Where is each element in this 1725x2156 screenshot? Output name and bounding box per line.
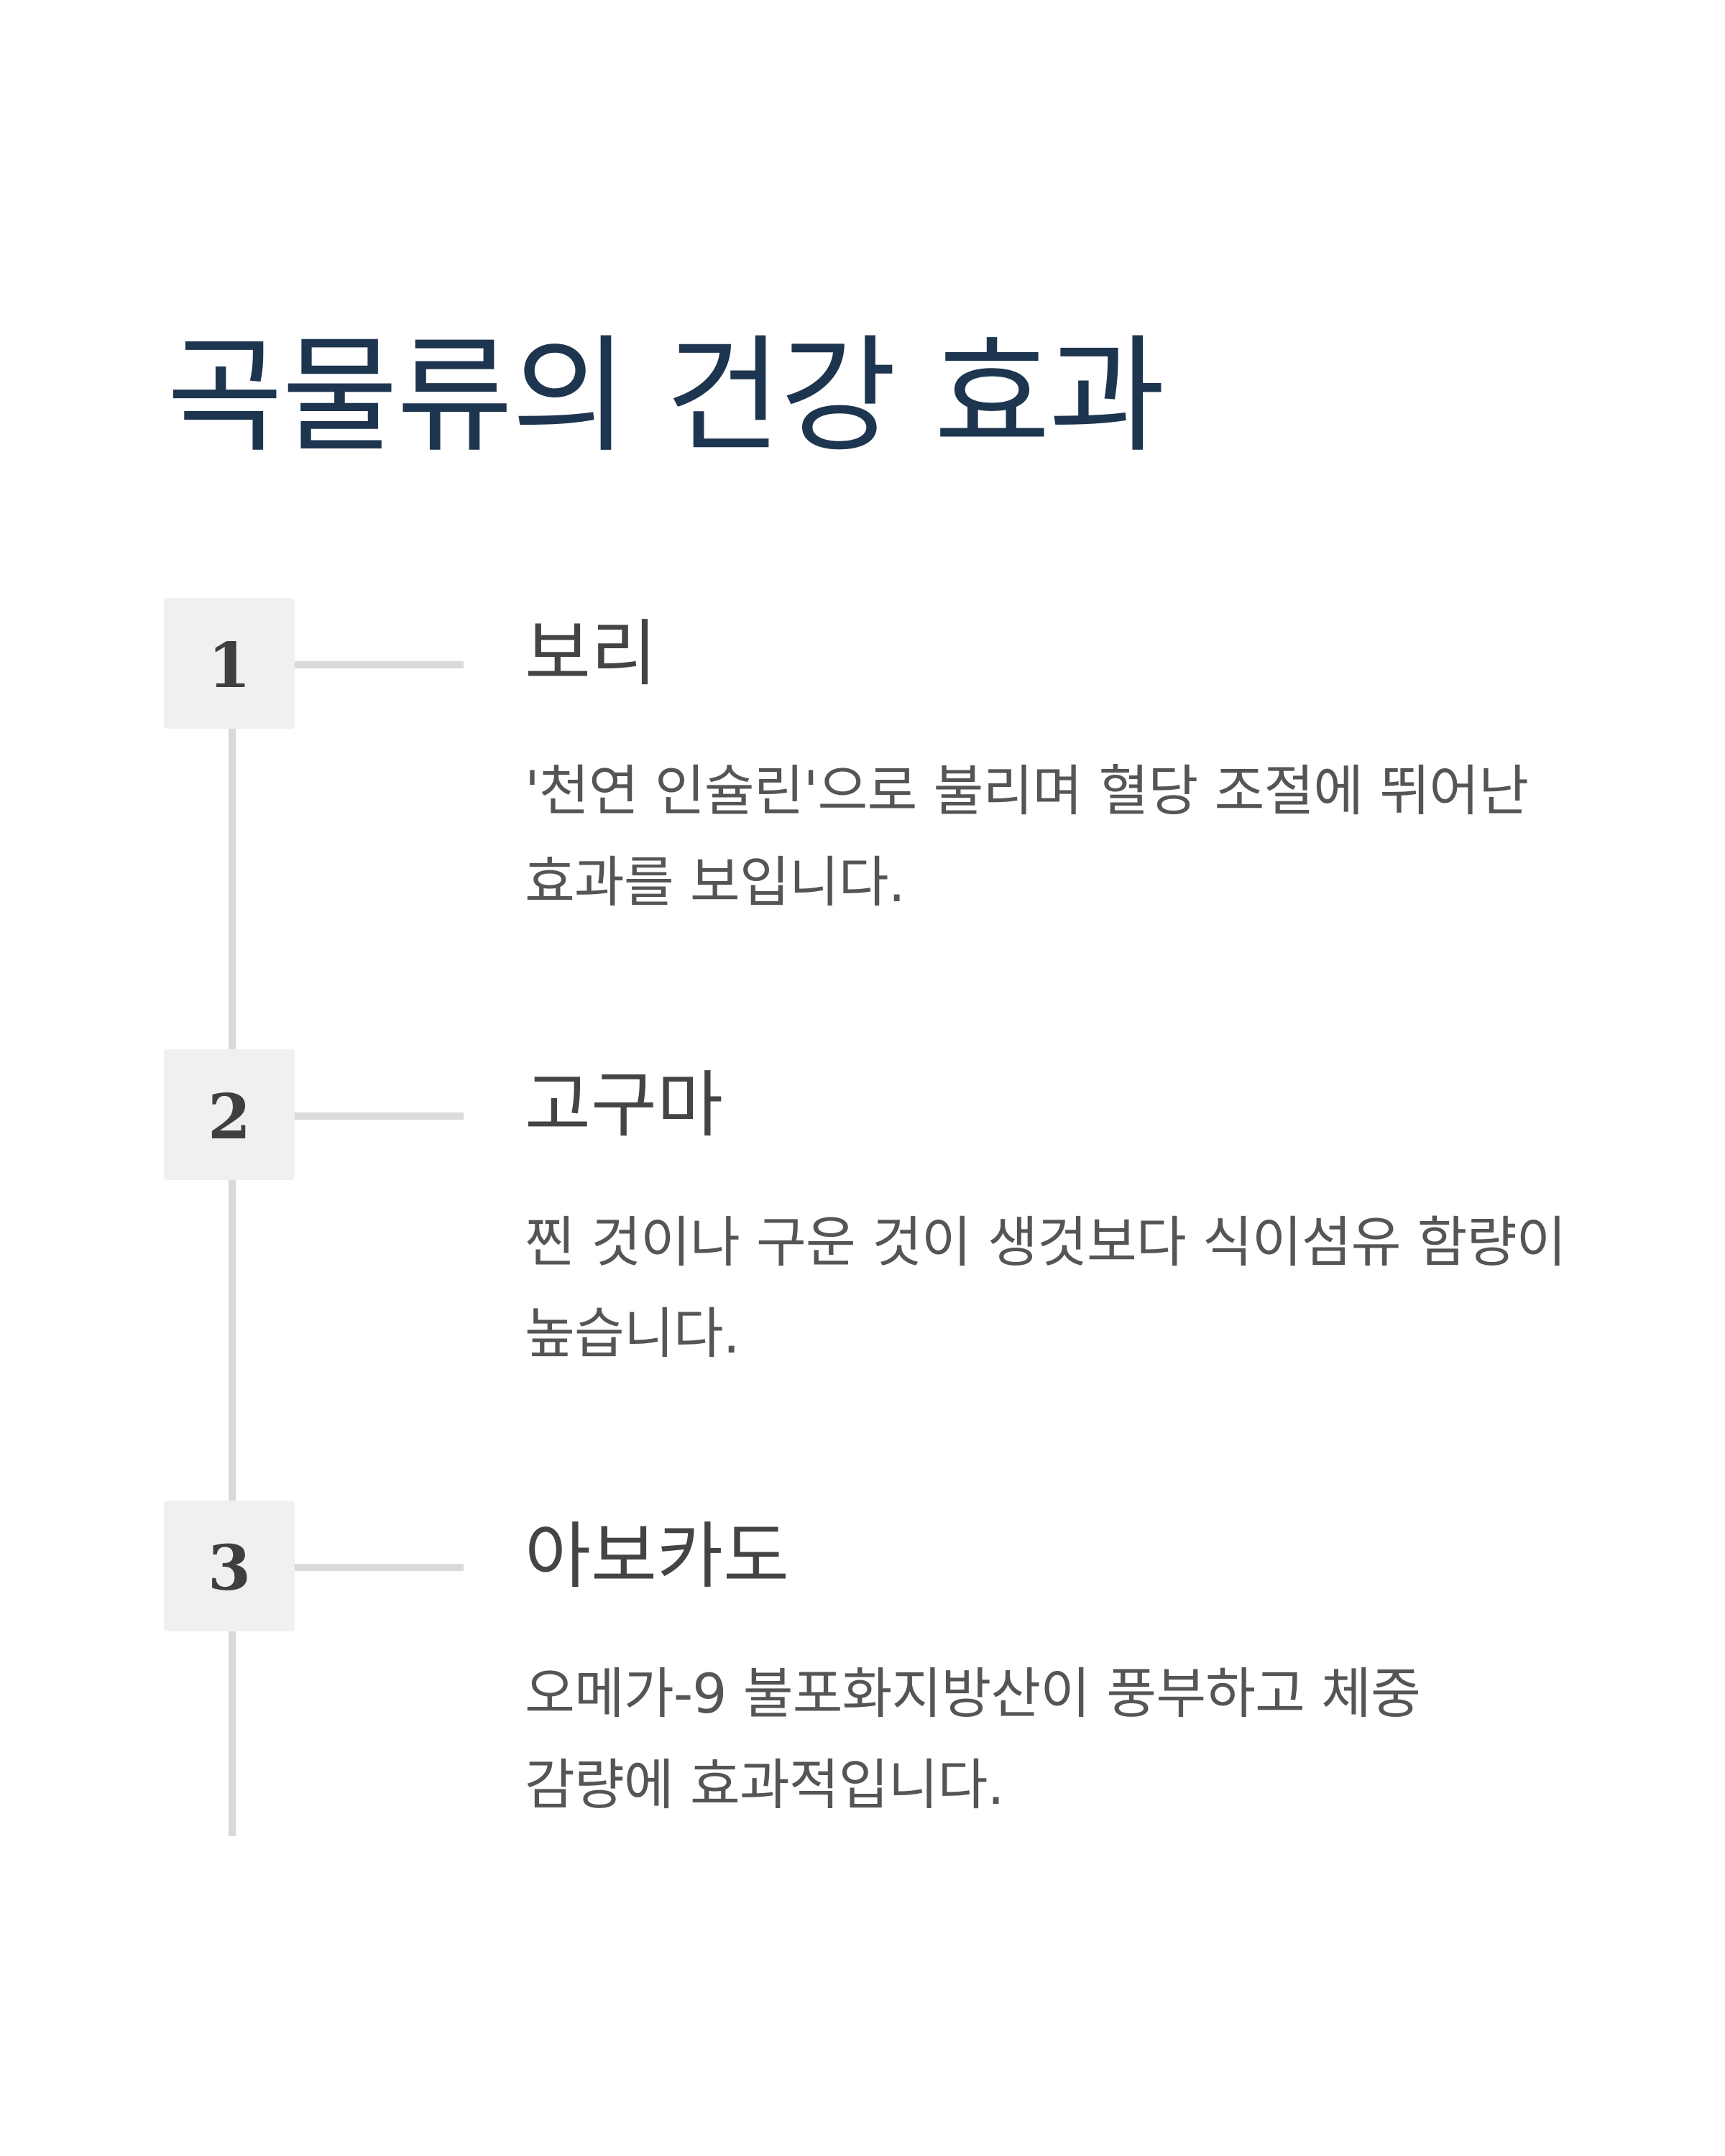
step-connector: [295, 661, 464, 668]
step-title: 보리: [525, 612, 657, 696]
step-title: 아보카도: [525, 1514, 789, 1598]
timeline-step-sweet-potato: 2 고구마 찐 것이나 구운 것이 생것보다 식이섬유 함량이 높습니다.: [0, 1049, 1725, 1380]
step-number: 1: [208, 630, 251, 702]
page-title: 곡물류의 건강 효과: [167, 323, 1165, 470]
step-title: 고구마: [525, 1063, 723, 1147]
step-number-badge: 3: [164, 1501, 295, 1631]
step-description: 찐 것이나 구운 것이 생것보다 식이섬유 함량이 높습니다.: [525, 1210, 1566, 1365]
step-connector: [295, 1564, 464, 1571]
step-connector: [295, 1112, 464, 1120]
step-number: 3: [208, 1532, 251, 1605]
step-number-badge: 2: [164, 1049, 295, 1180]
step-number-badge: 1: [164, 598, 295, 729]
step-number: 2: [208, 1081, 251, 1153]
timeline-step-avocado: 3 아보카도 오메가-9 불포화지방산이 풍부하고 체중 감량에 효과적입니다.: [0, 1501, 1725, 1831]
timeline-line: [229, 726, 236, 1836]
timeline-step-barley: 1 보리 '천연 인슐린'으로 불리며 혈당 조절에 뛰어난 효과를 보입니다.: [0, 598, 1725, 929]
step-description: '천연 인슐린'으로 불리며 혈당 조절에 뛰어난 효과를 보입니다.: [525, 759, 1529, 914]
step-description: 오메가-9 불포화지방산이 풍부하고 체중 감량에 효과적입니다.: [525, 1662, 1421, 1817]
